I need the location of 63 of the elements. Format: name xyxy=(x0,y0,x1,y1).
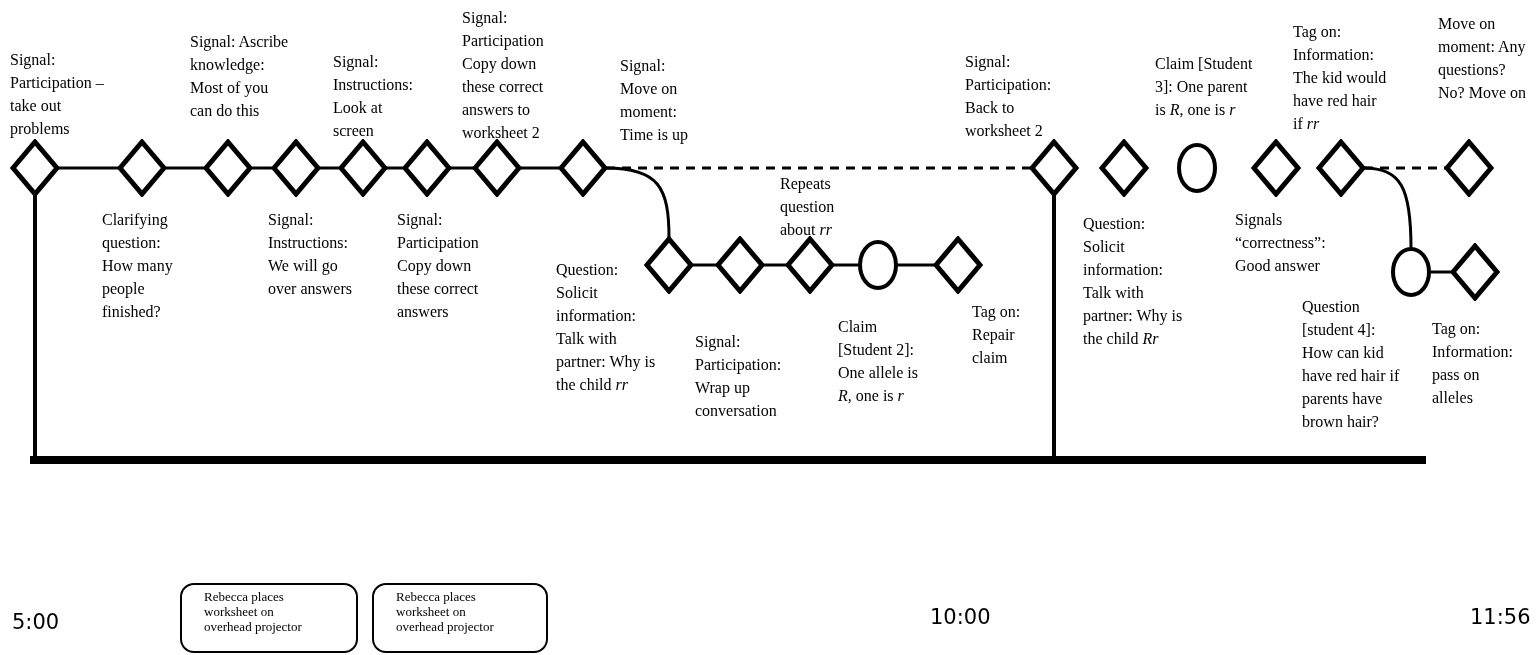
time-label: 10:00 xyxy=(930,605,991,629)
note-box: Rebecca places worksheet on overhead projector xyxy=(180,583,358,653)
event-diamond xyxy=(933,236,983,294)
event-diamond xyxy=(1029,139,1079,197)
event-diamond xyxy=(1316,139,1366,197)
event-label: Signals “correctness”: Good answer xyxy=(1235,210,1327,276)
event-diamond xyxy=(1251,139,1301,197)
connector-line xyxy=(1363,166,1413,249)
event-diamond xyxy=(1444,139,1494,197)
event-label: Tag on: Information: The kid would have red hair if rr xyxy=(1293,22,1388,134)
connector-line xyxy=(692,263,717,267)
event-diamond xyxy=(10,139,60,197)
connector-line xyxy=(897,263,935,267)
event-diamond xyxy=(338,139,388,197)
connector-line xyxy=(1052,195,1056,456)
event-label: Signal: Participation Copy down these correct answers xyxy=(397,210,480,322)
event-diamond xyxy=(785,236,835,294)
event-diamond xyxy=(1450,243,1500,301)
connector-line xyxy=(165,166,205,170)
event-diamond xyxy=(271,139,321,197)
event-label: Question [student 4]: How can kid have red hair if parents have brown hair? xyxy=(1302,297,1401,432)
connector-line xyxy=(1430,270,1452,274)
connector-line xyxy=(251,166,273,170)
event-diamond xyxy=(715,236,765,294)
event-diamond xyxy=(203,139,253,197)
event-circle xyxy=(857,239,899,291)
event-label: Signal: Participation – take out problems xyxy=(10,50,105,140)
connector-line xyxy=(450,166,474,170)
time-label: 11:56 xyxy=(1470,605,1531,629)
event-label: Repeats question about rr xyxy=(780,174,836,240)
event-label: Claim [Student 3]: One parent is R, one is r xyxy=(1155,54,1254,120)
event-label: Tag on: Information: pass on alleles xyxy=(1432,319,1514,408)
event-label: Signal: Participation: Wrap up conversation xyxy=(695,332,783,421)
event-label: Signal: Participation: Back to worksheet 2 xyxy=(965,52,1053,141)
note-box: Rebecca places worksheet on overhead projector xyxy=(372,583,548,653)
connector-line xyxy=(58,166,119,170)
connector-line xyxy=(833,263,859,267)
event-label: Signal: Participation Copy down these correct answers to worksheet 2 xyxy=(462,8,545,143)
event-label: Question: Solicit information: Talk with partner: Why is the child Rr xyxy=(1083,214,1183,349)
event-diamond xyxy=(558,139,608,197)
event-diamond xyxy=(644,236,694,294)
event-label: Move on moment: Any questions? No? Move on xyxy=(1438,14,1527,103)
connector-line xyxy=(606,166,1031,170)
event-circle xyxy=(1176,142,1218,194)
connector-line xyxy=(520,166,560,170)
event-label: Signal: Instructions: Look at screen xyxy=(333,52,414,141)
event-diamond xyxy=(117,139,167,197)
event-label: Question: Solicit information: Talk with partner: Why is the child rr xyxy=(556,260,656,395)
connector-line xyxy=(763,263,787,267)
event-label: Signal: Move on moment: Time is up xyxy=(620,56,689,146)
event-label: Claim [Student 2]: One allele is R, one is r xyxy=(838,317,919,406)
connector-line xyxy=(319,166,340,170)
event-diamond xyxy=(1099,139,1149,197)
event-label: Tag on: Repair claim xyxy=(972,302,1022,368)
event-diamond xyxy=(402,139,452,197)
event-diamond xyxy=(472,139,522,197)
connector-line xyxy=(33,195,37,456)
timeline-bar xyxy=(30,456,1426,464)
event-label: Signal: Instructions: We will go over answers xyxy=(268,210,353,299)
event-label: Signal: Ascribe knowledge: Most of you can do this xyxy=(190,32,290,121)
event-circle xyxy=(1390,246,1432,298)
time-label: 5:00 xyxy=(12,610,60,634)
event-label: Clarifying question: How many people finished? xyxy=(102,210,174,322)
